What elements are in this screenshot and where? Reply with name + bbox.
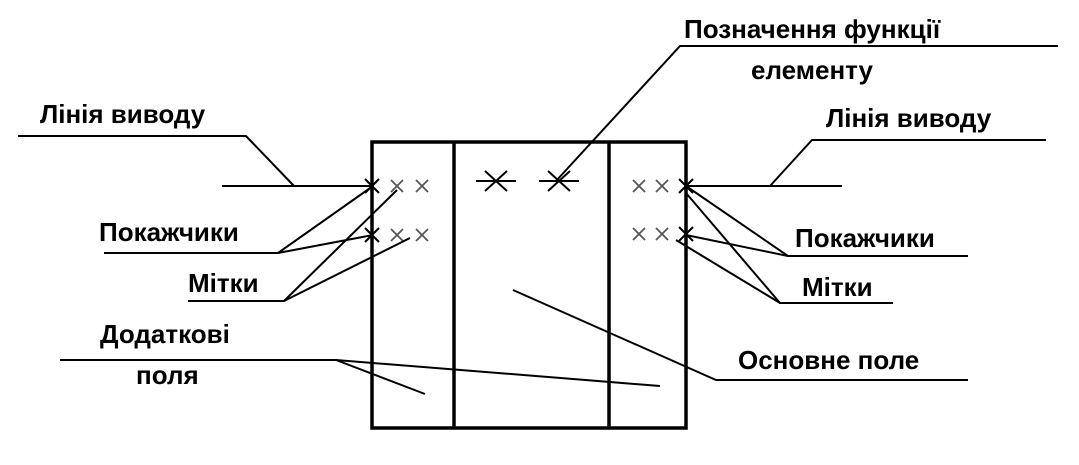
label-mark bbox=[632, 227, 646, 241]
left-pin-marks bbox=[364, 178, 429, 243]
function-symbol bbox=[476, 170, 579, 192]
leader-output-line-right bbox=[769, 139, 1046, 187]
asterisk-mark bbox=[476, 170, 516, 192]
label-additional-fields-2: поля bbox=[136, 360, 199, 390]
leader-additional-fields-2 bbox=[335, 359, 661, 387]
leader-lines bbox=[18, 45, 1058, 395]
label-mark bbox=[415, 179, 429, 193]
element-outline bbox=[370, 140, 688, 430]
label-mark bbox=[415, 228, 429, 242]
label-mark bbox=[390, 228, 404, 242]
leader-function-designation bbox=[555, 45, 1058, 182]
pointer-mark bbox=[678, 226, 694, 242]
leader-main-field bbox=[512, 289, 968, 381]
label-mark bbox=[655, 227, 669, 241]
label-main-field: Основне поле bbox=[738, 345, 919, 375]
leader-pointers-right-2 bbox=[685, 234, 789, 257]
label-output-line-left: Лінія виводу bbox=[40, 99, 206, 129]
label-mark bbox=[655, 179, 669, 193]
label-pointers-left: Покажчики bbox=[99, 217, 239, 247]
label-pointers-right: Покажчики bbox=[795, 223, 935, 253]
label-marks-right: Мітки bbox=[802, 272, 873, 302]
label-mark bbox=[390, 179, 404, 193]
leader-marks-right-2 bbox=[675, 239, 781, 304]
label-marks-left: Мітки bbox=[188, 268, 259, 298]
label-output-line-right: Лінія виводу bbox=[826, 103, 992, 133]
label-mark bbox=[632, 179, 646, 193]
label-additional-fields-1: Додаткові bbox=[100, 319, 230, 349]
leader-marks-left-2 bbox=[283, 237, 411, 302]
label-function-designation-2: елементу bbox=[751, 55, 874, 85]
labels: Позначення функції елементу Лінія виводу… bbox=[40, 14, 992, 390]
element-body bbox=[370, 140, 688, 430]
right-pin-marks bbox=[632, 178, 694, 242]
leader-pointers-left-2 bbox=[277, 234, 374, 254]
leader-output-line-left bbox=[18, 135, 295, 187]
asterisk-mark bbox=[539, 170, 579, 192]
label-function-designation-1: Позначення функції bbox=[684, 14, 941, 44]
